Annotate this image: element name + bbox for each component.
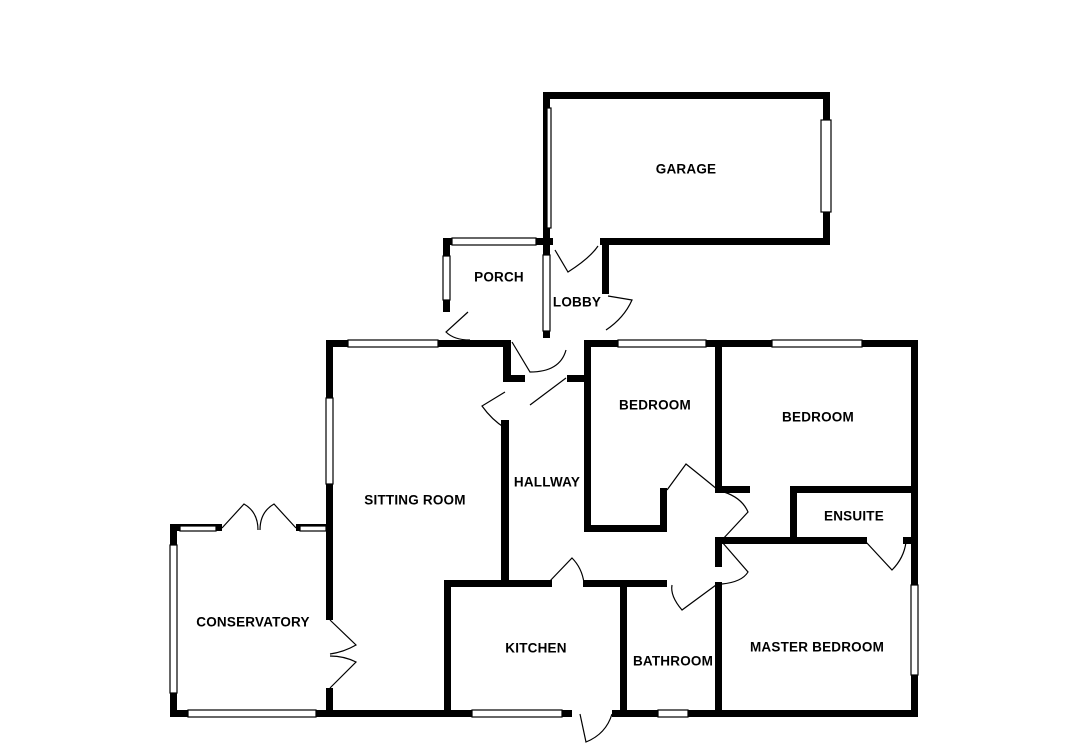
label-sitting-room: SITTING ROOM bbox=[364, 493, 465, 508]
door-ensuite bbox=[865, 541, 907, 571]
door-hallway-top bbox=[511, 341, 567, 373]
door-master-bedroom bbox=[721, 541, 749, 585]
room-labels: GARAGE PORCH LOBBY SITTING ROOM HALLWAY … bbox=[196, 162, 884, 669]
door-bedroom-1 bbox=[666, 463, 719, 491]
door-bathroom bbox=[671, 584, 717, 611]
door-sitting-hallway bbox=[481, 391, 506, 429]
door-sitting-conservatory-top bbox=[329, 619, 357, 655]
door-kitchen-back bbox=[579, 713, 613, 743]
label-hallway: HALLWAY bbox=[514, 475, 580, 490]
doors bbox=[221, 245, 907, 743]
door-conservatory-left bbox=[221, 503, 259, 531]
label-bedroom-1: BEDROOM bbox=[619, 398, 691, 413]
openings bbox=[222, 524, 612, 717]
door-porch bbox=[445, 311, 471, 341]
door-hallway-kitchen bbox=[547, 557, 585, 584]
door-garage-lobby bbox=[554, 245, 599, 273]
label-bathroom: BATHROOM bbox=[633, 654, 713, 669]
door-bedroom-2 bbox=[721, 491, 749, 541]
label-ensuite: ENSUITE bbox=[824, 509, 884, 524]
door-sitting-conservatory-bottom bbox=[329, 655, 358, 689]
label-garage: GARAGE bbox=[656, 162, 716, 177]
label-kitchen: KITCHEN bbox=[505, 641, 566, 656]
door-conservatory-right bbox=[259, 503, 297, 531]
door-hallway-lower bbox=[529, 377, 567, 406]
label-bedroom-2: BEDROOM bbox=[782, 410, 854, 425]
label-lobby: LOBBY bbox=[553, 295, 601, 310]
label-master-bedroom: MASTER BEDROOM bbox=[750, 640, 884, 655]
door-lobby-right bbox=[605, 295, 633, 331]
windows bbox=[169, 107, 919, 718]
label-porch: PORCH bbox=[474, 270, 524, 285]
label-conservatory: CONSERVATORY bbox=[196, 615, 309, 630]
